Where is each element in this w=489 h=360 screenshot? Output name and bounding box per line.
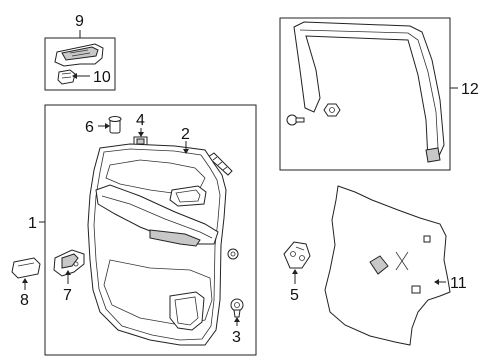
end-cap-part [11, 257, 41, 279]
window-trim-part [293, 21, 445, 163]
callout-2: 2 [181, 126, 190, 143]
callout-1: 1 [28, 215, 37, 232]
leader-arrow-2 [183, 149, 189, 154]
callout-11: 11 [450, 275, 467, 292]
callout-5: 5 [290, 287, 299, 304]
door-panel-group-box [44, 104, 257, 356]
water-deflector-part [324, 185, 451, 346]
callout-7: 7 [63, 287, 72, 304]
hinge-bracket-part [283, 241, 311, 269]
leader-arrow-11 [434, 279, 439, 285]
switch-clip-part [57, 69, 76, 85]
leader-arrow-4 [138, 132, 144, 137]
callout-10: 10 [93, 69, 111, 86]
trim-nut-part [323, 103, 341, 117]
leader-arrow-5 [292, 269, 298, 274]
callout-9: 9 [75, 13, 84, 30]
callout-4: 4 [136, 112, 145, 129]
leader-arrow-6 [105, 123, 110, 129]
leader-arrow-3 [234, 317, 240, 322]
plug-part [108, 116, 122, 134]
screw-part [207, 152, 233, 176]
handle-bracket-part [53, 249, 85, 277]
fastener-part [230, 298, 244, 318]
callout-3: 3 [232, 329, 241, 346]
callout-8: 8 [20, 292, 29, 309]
callout-6: 6 [85, 119, 94, 136]
leader-arrow-8 [22, 278, 28, 283]
door-trim-panel-part [87, 143, 239, 346]
window-frame-group-box [279, 17, 451, 171]
leader-arrow-7 [65, 270, 71, 275]
leader-arrow-10 [72, 73, 77, 79]
switch-bezel-part [54, 43, 104, 67]
trim-screw-part [286, 114, 305, 126]
callout-12: 12 [461, 81, 479, 98]
